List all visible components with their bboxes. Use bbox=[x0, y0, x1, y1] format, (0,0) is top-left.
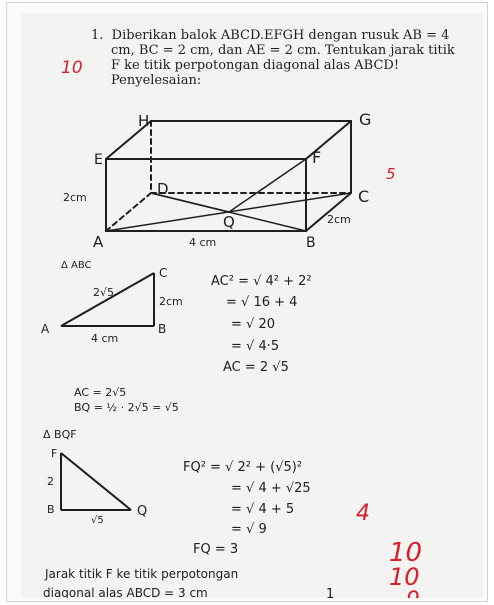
image-frame: 1. Diberikan balok ABCD.EFGH dengan rusu… bbox=[6, 2, 488, 602]
problem-number: 1. bbox=[91, 28, 104, 43]
vertex-b: B bbox=[306, 235, 316, 251]
problem-line-1: 1. Diberikan balok ABCD.EFGH dengan rusu… bbox=[91, 28, 471, 43]
fq-step-4: = √ 9 bbox=[231, 522, 267, 537]
grade-score-a: 10 bbox=[389, 538, 422, 568]
vertex-c: C bbox=[358, 187, 369, 206]
small-tick-mark: 1 bbox=[326, 587, 334, 598]
cuboid-labels: A B C D E F G H Q 2cm 4 cm 2cm bbox=[63, 110, 371, 251]
tri-abc-side-ac bbox=[60, 272, 155, 327]
tri-bqf-q: Q bbox=[137, 504, 147, 519]
grade-score-mid: 4 bbox=[356, 501, 370, 526]
vertex-e: E bbox=[94, 152, 103, 168]
edge-fg bbox=[305, 120, 352, 160]
cuboid-diagram bbox=[105, 120, 352, 232]
tri-abc-ac-label: 2√5 bbox=[93, 286, 114, 299]
ac-step-1: AC² = √ 4² + 2² bbox=[211, 274, 312, 289]
fq-step-1: FQ² = √ 2² + (√5)² bbox=[183, 460, 302, 475]
triangle-bqf-title: Δ BQF bbox=[43, 428, 77, 441]
bq-step-2: BQ = ½ · 2√5 = √5 bbox=[74, 401, 179, 414]
conclusion: Jarak titik F ke titik perpotongan diago… bbox=[43, 567, 334, 598]
grade-score-c: 9 bbox=[406, 588, 420, 598]
ac-step-5: AC = 2 √5 bbox=[223, 360, 289, 375]
tri-abc-b: B bbox=[158, 322, 166, 336]
vertex-h: H bbox=[138, 112, 149, 130]
tri-abc-bc-label: 2cm bbox=[159, 295, 183, 308]
ac-step-2: = √ 16 + 4 bbox=[226, 295, 297, 310]
tri-bqf-f: F bbox=[51, 447, 57, 460]
handwriting-layer: A B C D E F G H Q 2cm 4 cm 2cm Δ ABC A bbox=[41, 58, 422, 598]
problem-line-2: cm, BC = 2 cm, dan AE = 2 cm. Tentukan j… bbox=[111, 43, 455, 58]
fq-step-5: FQ = 3 bbox=[193, 542, 238, 557]
vertex-d: D bbox=[157, 180, 169, 198]
grade-score-b: 10 bbox=[389, 563, 420, 591]
vertex-q: Q bbox=[223, 213, 235, 231]
tri-bqf-fb-label: 2 bbox=[47, 475, 54, 488]
grade-score-cuboid: 5 bbox=[386, 165, 396, 183]
conclusion-line-2: diagonal alas ABCD = 3 cm bbox=[43, 586, 208, 598]
fq-step-3: = √ 4 + 5 bbox=[231, 502, 294, 517]
vertex-a: A bbox=[93, 233, 104, 251]
label-height: 2cm bbox=[63, 191, 87, 204]
grading-marks: 10 5 4 10 10 9 bbox=[61, 58, 422, 598]
problem-line-1-text: Diberikan balok ABCD.EFGH dengan rusuk A… bbox=[111, 28, 450, 43]
bq-step-1: AC = 2√5 bbox=[74, 386, 126, 399]
worksheet-paper: 1. Diberikan balok ABCD.EFGH dengan rusu… bbox=[21, 13, 483, 598]
label-width: 2cm bbox=[327, 213, 351, 226]
vertex-f: F bbox=[312, 148, 321, 167]
tri-bqf-bq-label: √5 bbox=[91, 515, 104, 526]
ac-step-3: = √ 20 bbox=[231, 317, 275, 332]
tri-abc-c: C bbox=[159, 266, 167, 280]
segment-fq bbox=[228, 158, 307, 213]
edge-bc bbox=[305, 192, 352, 232]
ac-step-4: = √ 4·5 bbox=[231, 339, 279, 354]
problem-line-3: F ke titik perpotongan diagonal alas ABC… bbox=[111, 58, 400, 73]
fq-calculation: FQ² = √ 2² + (√5)² = √ 4 + √25 = √ 4 + 5… bbox=[183, 460, 311, 557]
tri-abc-a: A bbox=[41, 322, 50, 336]
fq-step-2: = √ 4 + √25 bbox=[231, 481, 311, 496]
bq-calculation: AC = 2√5 BQ = ½ · 2√5 = √5 bbox=[74, 386, 179, 414]
ac-calculation: AC² = √ 4² + 2² = √ 16 + 4 = √ 20 = √ 4·… bbox=[211, 274, 312, 375]
tri-bqf-side-fq bbox=[60, 452, 132, 511]
triangle-bqf bbox=[60, 452, 132, 511]
grade-score-top: 10 bbox=[61, 58, 83, 78]
edge-ad-hidden bbox=[105, 192, 152, 232]
problem-statement: 1. Diberikan balok ABCD.EFGH dengan rusu… bbox=[91, 28, 471, 88]
conclusion-line-1: Jarak titik F ke titik perpotongan bbox=[44, 567, 238, 581]
label-length: 4 cm bbox=[189, 236, 216, 249]
triangle-abc bbox=[60, 272, 155, 327]
edge-eh bbox=[105, 120, 152, 160]
vertex-g: G bbox=[359, 110, 371, 129]
problem-line-4: Penyelesaian: bbox=[111, 73, 202, 88]
tri-abc-ab-label: 4 cm bbox=[91, 332, 118, 345]
segment-dq bbox=[150, 192, 230, 213]
tri-bqf-b: B bbox=[47, 503, 55, 516]
triangle-abc-title: Δ ABC bbox=[61, 260, 92, 271]
